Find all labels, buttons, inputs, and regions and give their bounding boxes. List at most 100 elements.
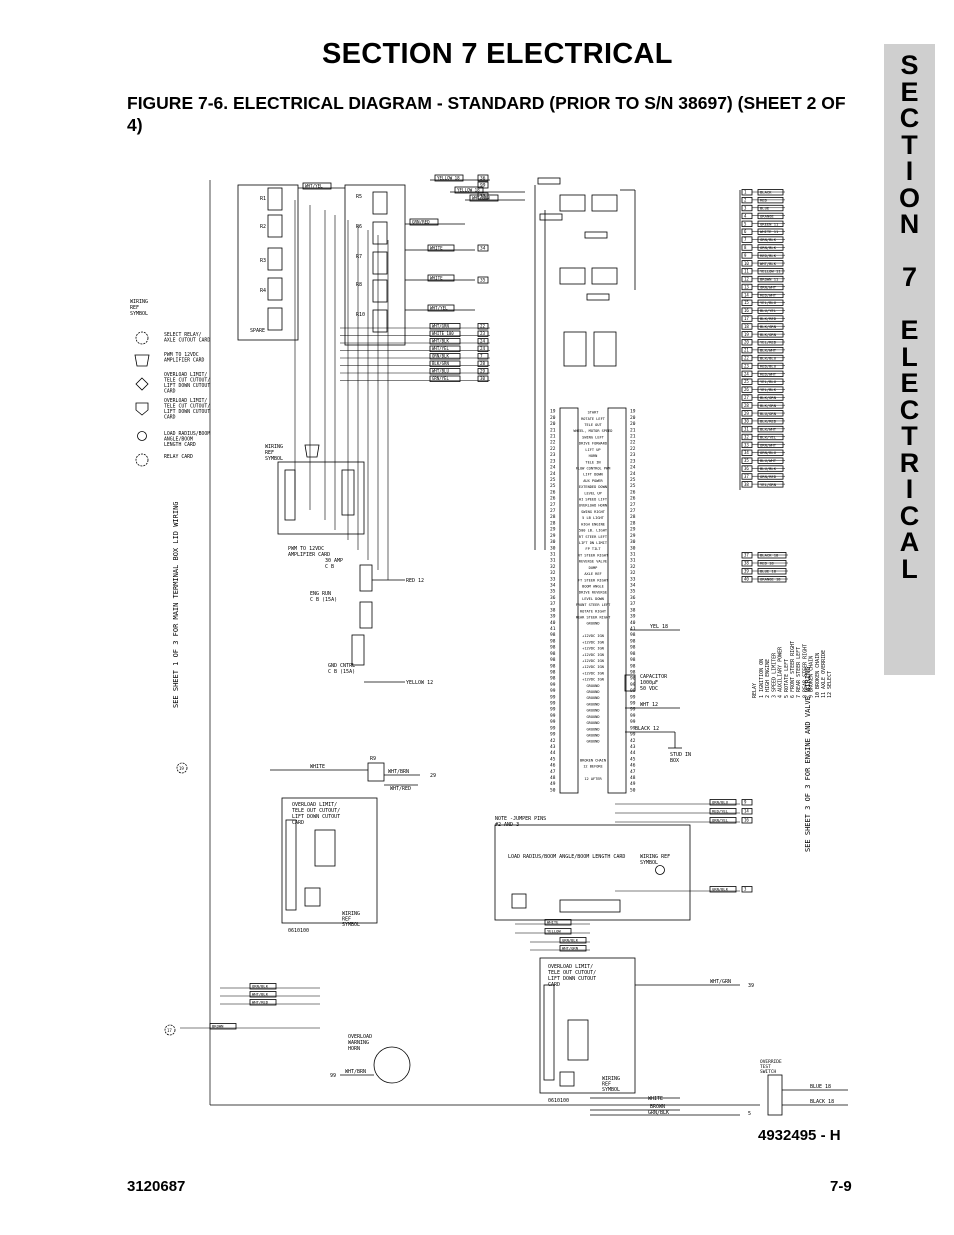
wire-number: 32 [744,434,749,439]
wire-number: 37 [744,553,749,558]
terminal-number: 22 [550,440,556,446]
wire-label: YEL/BLK [760,387,777,392]
terminal-function: ROTATE RIGHT [580,609,607,613]
terminal-function: DRIVE REVERSE [579,591,607,595]
terminal-number: 31 [550,558,556,564]
terminal-number: 26 [630,496,636,502]
wire-number: 19 [744,332,749,337]
terminal-number: 47 [550,769,556,775]
legend-entry: 10 BROKEN CHAIN [815,653,821,698]
wire-label-box [757,410,784,417]
relay-label: SPARE [250,328,265,334]
wire-label: RED/BLK [760,253,777,258]
wire-label-box [757,275,784,283]
side-tab-letter: I [905,474,914,504]
wire-label: BLK/GRN [760,324,777,329]
wire-number: 29 [480,369,486,374]
wire-label-box [477,181,489,189]
wire-label: YELLOW 18 [457,188,480,193]
terminal-function: 12 BEFORE [583,765,602,769]
wire-label: ORANGE [760,213,774,218]
terminal-number: 38 [630,607,636,613]
wire-label-box [741,378,753,385]
terminal-number: 98 [630,663,636,669]
svg-text:RED 12: RED 12 [406,578,424,584]
terminal-function: +12VDC IGN [582,659,604,663]
wire-label: BLU/BLK [760,466,777,471]
svg-text:WHT/GRN: WHT/GRN [710,979,731,985]
wire-label: ORN/RED [760,474,777,479]
wire-label: WHT/BLK [760,261,777,266]
terminal-number: 22 [630,446,636,452]
wire-label-box [757,552,787,559]
wire-number: 35 [480,278,486,284]
terminal-number: 29 [630,533,636,539]
wire-number: 33 [480,194,486,200]
svg-text:39: 39 [748,983,754,989]
wire-label-box [559,945,587,952]
wire-label-box [709,886,737,893]
terminal-number: 27 [550,502,556,508]
terminal-function: FRONT STEER LEFT [576,603,611,607]
wire-label-box [741,260,753,267]
wire-number: 17 [744,316,749,321]
wire-number: 34 [480,246,486,252]
terminal-number: 24 [630,465,636,471]
terminal-number: 22 [630,440,636,446]
terminal-number: 20 [550,421,556,427]
terminal-number: 19 [550,409,556,415]
terminal-function: WHEEL, MOTOR SPEED [574,429,613,433]
wire-label: ORN/YEL [712,818,729,823]
side-tab-letter [906,291,914,318]
wire-number: 14 [744,809,749,814]
wire-label: GRN/RED [412,220,430,225]
wire-number: 15 [744,300,749,305]
wire-label: BLK/GRN [760,403,777,408]
terminal-number: 31 [550,551,556,557]
wire-number: 14 [744,292,749,297]
terminal-number: 33 [550,576,556,582]
wire-label-box [757,291,784,299]
side-tab-letter: C [899,500,920,531]
terminal-number: 98 [550,638,556,644]
svg-text:0610100: 0610100 [288,928,309,934]
terminal-function: LIFT UP [585,448,600,452]
wire-label-box [477,338,489,345]
wire-label: WHT/YEL [305,184,323,189]
wire-number: 23 [744,363,749,368]
terminal-number: 29 [630,527,636,533]
svg-text:BLACK 18: BLACK 18 [810,1099,834,1105]
wire-label-box [477,323,489,330]
terminal-number: 48 [550,775,556,781]
wire-label: GRN/WHT [760,284,777,289]
wire-label-box [709,799,737,806]
terminal-number: 99 [630,682,636,688]
terminal-function: SWING RIGHT [581,510,606,514]
terminal-number: 23 [630,452,636,458]
terminal-function: REVERSE VALVE [579,560,607,564]
relay-label: R5 [356,194,362,200]
wire-label: WHITE 11 [760,229,779,234]
relay-label: R1 [260,196,266,202]
terminal-function: RT STEER LEFT [579,535,608,539]
wire-label-box [429,360,461,367]
side-tab-letter: T [901,421,918,451]
wire-label-box [429,338,461,345]
wire-label-box [757,402,784,409]
wire-label: BLUE [760,205,770,210]
wire-label: BLK/RED [760,419,777,424]
terminal-number: 20 [630,421,636,427]
terminal-number: 39 [630,614,636,620]
wire-label-box [757,560,787,567]
terminal-number: 26 [550,489,556,495]
wire-label-box [477,368,489,375]
overload-card-2: OVERLOAD LIMIT/TELE OUT CUTOUT/LIFT DOWN… [539,957,636,1104]
wire-label-box [757,441,784,449]
side-tab-letter: E [900,368,919,398]
wire-number: 28 [480,361,486,366]
wire-number: 6 [744,229,747,234]
